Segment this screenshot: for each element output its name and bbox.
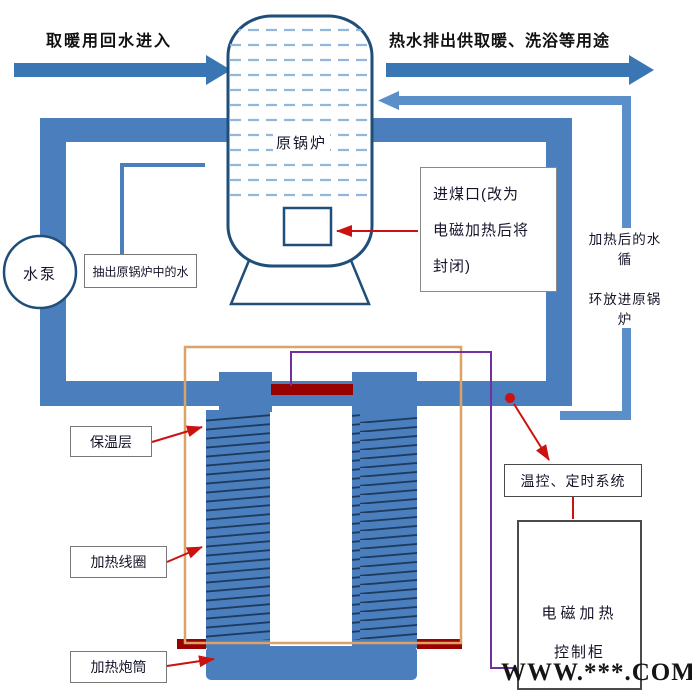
inlet-flow-label: 取暖用回水进入 <box>46 33 173 50</box>
return-flow-arrowhead <box>378 91 399 110</box>
arrow-insulation <box>151 425 203 443</box>
heating-barrel-label: 加热炮筒 <box>70 651 167 683</box>
outlet-flow-label: 热水排出供取暖、洗浴等用途 <box>389 33 611 50</box>
coal-inlet-port <box>282 206 333 247</box>
outlet-arrow-shaft <box>386 63 629 77</box>
arrow-heating-coil <box>166 546 203 563</box>
boiler-label: 原锅炉 <box>273 131 331 154</box>
inlet-arrow-shaft <box>14 63 206 77</box>
pump-circle <box>2 234 78 310</box>
heater-right-cap <box>352 372 417 412</box>
return-line-bottom <box>560 411 631 420</box>
return-line-top <box>398 96 630 105</box>
sensor-dot <box>505 393 515 403</box>
leader-arrows <box>151 225 574 668</box>
heater-base <box>206 646 417 680</box>
control-cabinet-label-line1: 电磁加热 <box>541 605 618 622</box>
pipe-top-left <box>40 118 232 142</box>
arrow-sensor-to-controller <box>513 403 550 461</box>
insulation-frame <box>183 345 463 645</box>
watermark: WWW.***.COM <box>501 659 692 686</box>
insulation-label: 保温层 <box>70 426 152 457</box>
pump-leader-lines <box>120 163 205 254</box>
inlet-arrowhead <box>206 55 231 85</box>
extract-water-label: 抽出原锅炉中的水 <box>84 254 197 288</box>
outlet-arrowhead <box>629 55 654 85</box>
control-wire <box>290 351 516 669</box>
pump-label: 水泵 <box>22 266 57 283</box>
boiler-water-lines <box>230 28 370 197</box>
coal-inlet-note-line2: 电磁加热后将 <box>433 221 530 239</box>
coal-inlet-note-line3: 封闭) <box>433 257 471 275</box>
coal-inlet-note: 进煤口(改为 电磁加热后将 封闭) <box>420 167 557 292</box>
circulation-note-line2: 环放进原锅炉 <box>588 292 662 327</box>
coil-hatch-right <box>352 414 417 640</box>
coil-hatch-left <box>206 414 270 640</box>
flow-arrows <box>14 55 654 85</box>
circulation-note: 加热后的水循 环放进原锅炉 <box>583 228 667 328</box>
temp-timer-label: 温控、定时系统 <box>504 464 642 497</box>
arrow-heating-barrel <box>166 655 215 668</box>
heating-coil-label: 加热线圈 <box>70 546 167 578</box>
coal-inlet-note-line1: 进煤口(改为 <box>433 186 519 204</box>
pipe-top-right <box>370 118 572 142</box>
heater-left-cap <box>219 372 272 412</box>
control-cabinet: 电磁加热 控制柜 <box>517 520 642 690</box>
heater-top-bar <box>271 384 353 395</box>
control-cabinet-label-line2: 控制柜 <box>553 644 605 661</box>
circulation-note-line1: 加热后的水循 <box>588 232 662 267</box>
